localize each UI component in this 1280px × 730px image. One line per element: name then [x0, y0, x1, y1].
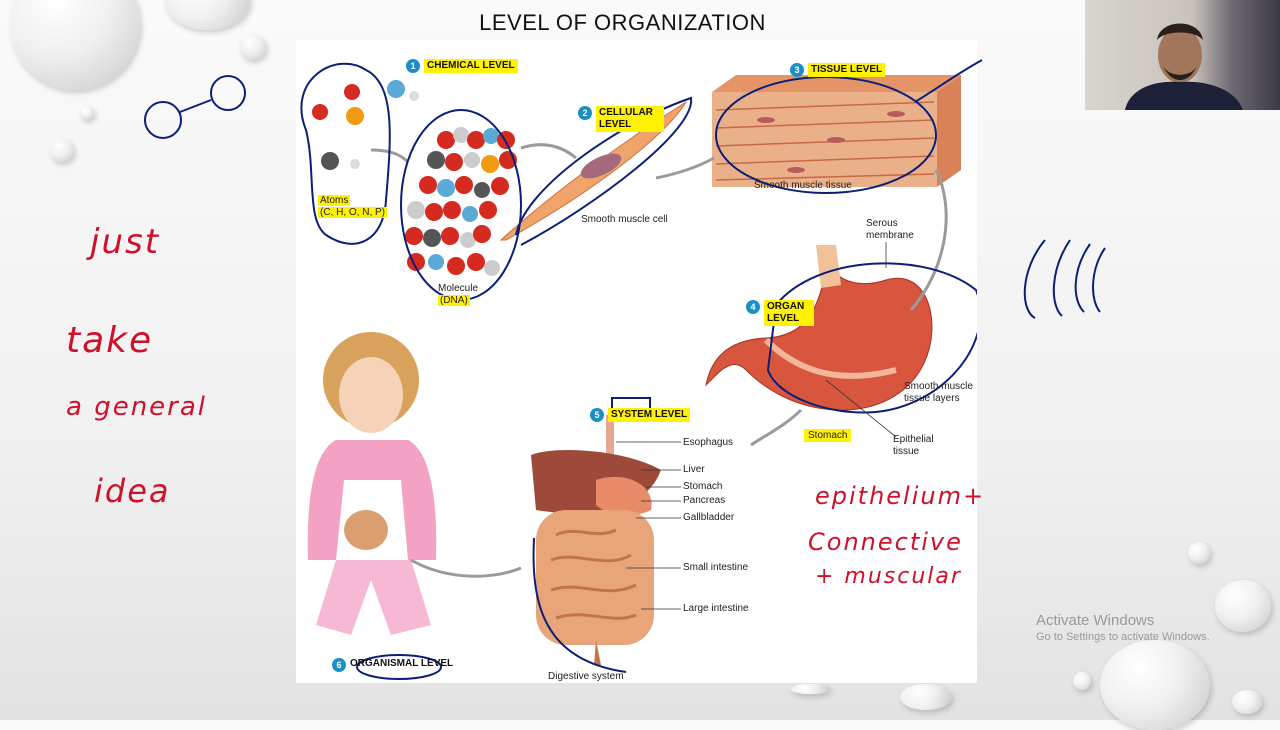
water-drop-decoration	[80, 106, 94, 120]
level-label: ORGANISMAL LEVEL	[350, 658, 454, 669]
water-drop-decoration	[1100, 640, 1210, 730]
handwriting-muscular: + muscular	[815, 564, 962, 589]
label-large-intestine: Large intestine	[683, 603, 749, 614]
handwriting-a-general: a general	[66, 392, 208, 422]
water-drop-decoration	[1073, 672, 1091, 690]
level-number-badge: 5	[590, 408, 604, 422]
stomach-organ-icon	[705, 244, 933, 411]
atom-icon	[346, 107, 364, 125]
pen-annotations	[300, 62, 977, 680]
label-digestive-system: Digestive system	[548, 671, 624, 682]
slide-title: LEVEL OF ORGANIZATION	[479, 10, 766, 35]
digestive-system-icon	[531, 415, 661, 665]
level-number-badge: 1	[406, 59, 420, 73]
label-epithelial: Epithelial	[893, 434, 934, 445]
presenter-icon	[1125, 23, 1243, 110]
atom-icon	[409, 91, 419, 101]
level-label: ORGAN LEVEL	[764, 300, 814, 326]
level-label: SYSTEM LEVEL	[608, 408, 691, 422]
label-smooth-muscle-tissue: Smooth muscle tissue	[754, 180, 852, 191]
organization-diagram: 1 CHEMICAL LEVEL 2 CELLULAR LEVEL 3 TISS…	[296, 40, 977, 683]
level-system: 5 SYSTEM LEVEL	[590, 408, 691, 422]
watermark-subtitle: Go to Settings to activate Windows.	[1036, 631, 1210, 643]
level-number-badge: 3	[790, 63, 804, 77]
label-smooth-muscle-cell: Smooth muscle cell	[581, 214, 668, 225]
level-chemical: 1 CHEMICAL LEVEL	[406, 59, 518, 73]
label-liver: Liver	[683, 464, 705, 475]
water-drop-decoration	[50, 138, 74, 162]
water-drop-decoration	[790, 684, 830, 694]
water-drop-decoration	[240, 34, 266, 60]
webcam-video-overlay	[1085, 0, 1280, 110]
level-number-badge: 6	[332, 658, 346, 672]
flow-arrows	[370, 143, 948, 578]
level-label: CHEMICAL LEVEL	[424, 59, 518, 73]
level-label: TISSUE LEVEL	[808, 63, 886, 77]
label-molecule: Molecule	[438, 283, 479, 294]
level-label: CELLULAR LEVEL	[596, 106, 664, 132]
diagram-illustrations	[300, 62, 977, 680]
dna-molecule-icon	[405, 127, 517, 276]
label-pancreas: Pancreas	[683, 495, 726, 506]
level-tissue: 3 TISSUE LEVEL	[790, 63, 886, 77]
smooth-muscle-tissue-icon	[712, 75, 961, 187]
level-cellular: 2 CELLULAR LEVEL	[578, 106, 664, 132]
water-drop-decoration	[900, 684, 952, 710]
level-organ: 4 ORGAN LEVEL	[746, 300, 814, 326]
level-number-badge: 4	[746, 300, 760, 314]
label-stomach-organ: Stomach	[804, 429, 852, 442]
label-smooth-muscle-layers-2: tissue layers	[904, 393, 960, 404]
label-atoms-elements: (C, H, O, N, P)	[318, 207, 387, 218]
label-serous-membrane: Serous	[866, 218, 898, 229]
label-epithelial-2: tissue	[893, 446, 920, 457]
water-drop-decoration	[1232, 690, 1262, 714]
label-serous-membrane-2: membrane	[866, 230, 914, 241]
label-molecule-dna: (DNA)	[438, 295, 470, 306]
atom-icon	[321, 152, 339, 170]
atom-icon	[344, 84, 360, 100]
water-drop-decoration	[1215, 580, 1271, 632]
activate-windows-watermark: Activate Windows Go to Settings to activ…	[1036, 612, 1210, 643]
label-gallbladder: Gallbladder	[683, 512, 735, 523]
atom-icon	[350, 159, 360, 169]
label-atoms: Atoms	[318, 195, 351, 206]
handwriting-connective: Connective	[808, 528, 963, 556]
level-organismal: 6 ORGANISMAL LEVEL	[332, 658, 453, 672]
handwriting-take: take	[66, 320, 154, 361]
label-smooth-muscle-layers: Smooth muscle	[904, 381, 973, 392]
label-small-intestine: Small intestine	[683, 562, 749, 573]
water-drop-decoration	[1188, 542, 1210, 564]
handwriting-epithelium: epithelium+	[815, 482, 986, 510]
handwriting-just: just	[90, 222, 161, 262]
label-stomach: Stomach	[683, 481, 723, 492]
watermark-title: Activate Windows	[1036, 612, 1155, 629]
child-illustration-icon	[307, 332, 437, 635]
label-esophagus: Esophagus	[683, 437, 734, 448]
handwriting-idea: idea	[94, 472, 171, 510]
level-number-badge: 2	[578, 106, 592, 120]
atom-icon	[312, 104, 328, 120]
atom-icon	[387, 80, 405, 98]
